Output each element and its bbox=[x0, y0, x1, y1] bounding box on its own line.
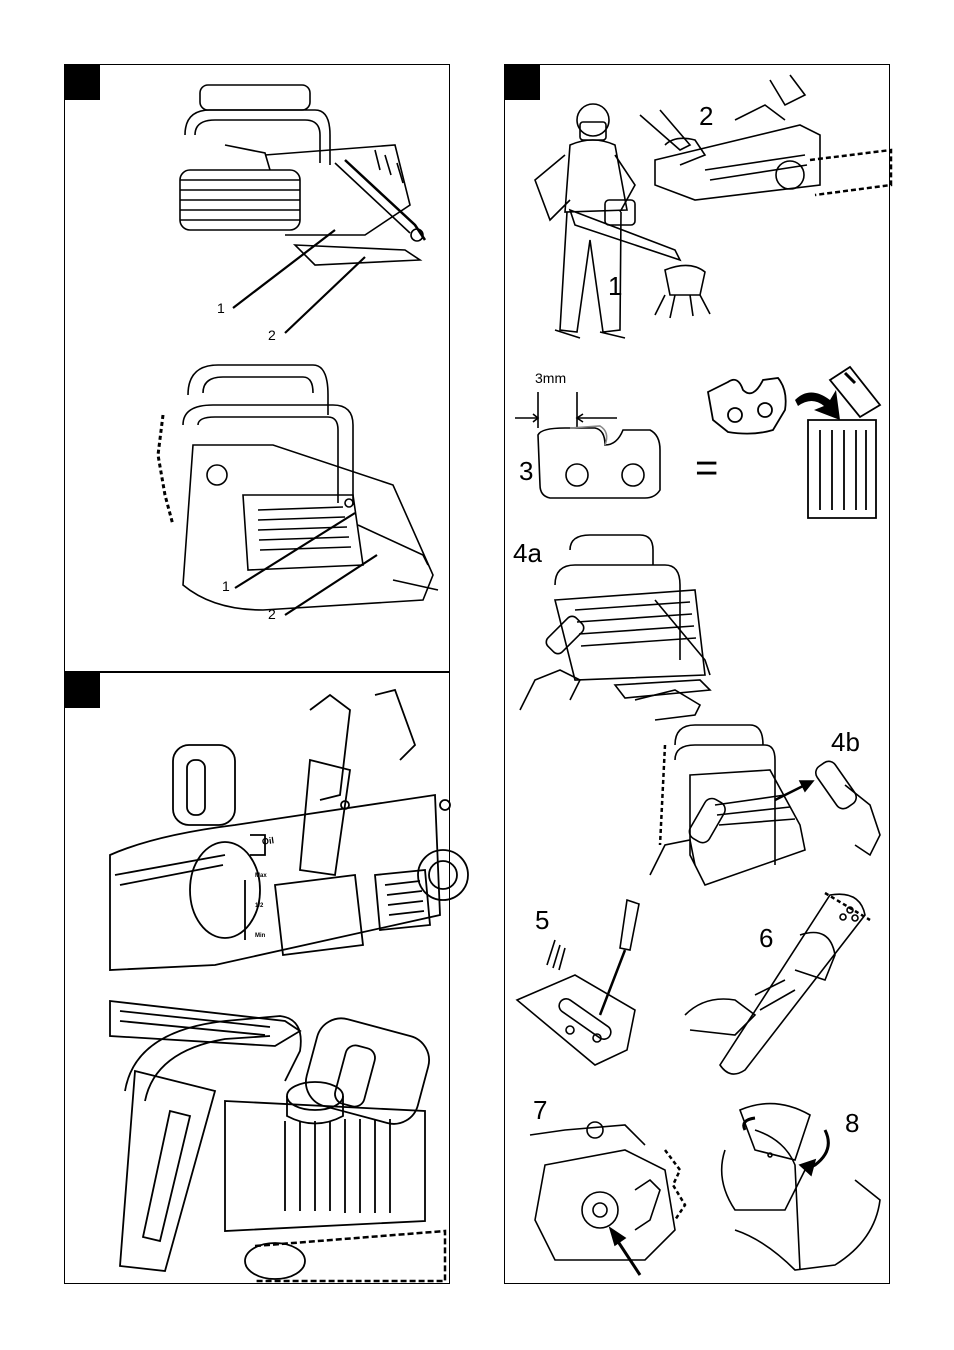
brush-cleaning-illustration-4a bbox=[515, 530, 735, 720]
brush-cleaning-illustration-4b bbox=[645, 715, 885, 895]
panel-bottom-left: Oil Max 1/2 Min bbox=[64, 672, 450, 1284]
oil-tank-closeup-illustration bbox=[105, 685, 445, 975]
oil-label: Oil bbox=[261, 836, 274, 847]
panel-marker bbox=[65, 673, 100, 708]
tension-knob-illustration bbox=[715, 1090, 885, 1280]
scale-mark-max: Max bbox=[255, 873, 267, 879]
chain-tooth-wear-diagram bbox=[505, 390, 685, 505]
bar-inspection-illustration bbox=[675, 885, 885, 1085]
callout-label-1-bottom: 1 bbox=[222, 579, 230, 593]
step-label-1: 1 bbox=[608, 273, 622, 299]
scale-mark-min: Min bbox=[255, 933, 265, 939]
panel-right: 1 2 3mm 3 = bbox=[504, 64, 890, 1284]
step-label-3: 3 bbox=[519, 458, 533, 484]
scale-mark-half: 1/2 bbox=[255, 903, 263, 909]
panel-top-left: 1 2 1 2 bbox=[64, 64, 450, 672]
sprocket-cover-illustration bbox=[525, 1110, 695, 1280]
panel-marker bbox=[505, 65, 540, 100]
step-label-2: 2 bbox=[699, 103, 713, 129]
chainsaw-handling-illustration bbox=[635, 75, 891, 215]
callout-lines-bottom bbox=[65, 65, 451, 673]
chain-tooth-icon bbox=[703, 370, 793, 440]
callout-label-2-bottom: 2 bbox=[268, 607, 276, 621]
trash-bin-icon bbox=[800, 365, 890, 525]
oil-cap-closeup-illustration bbox=[105, 991, 445, 1281]
measure-3mm-label: 3mm bbox=[535, 371, 566, 385]
equals-sign: = bbox=[695, 448, 718, 488]
screwdriver-bar-illustration bbox=[515, 890, 645, 1070]
